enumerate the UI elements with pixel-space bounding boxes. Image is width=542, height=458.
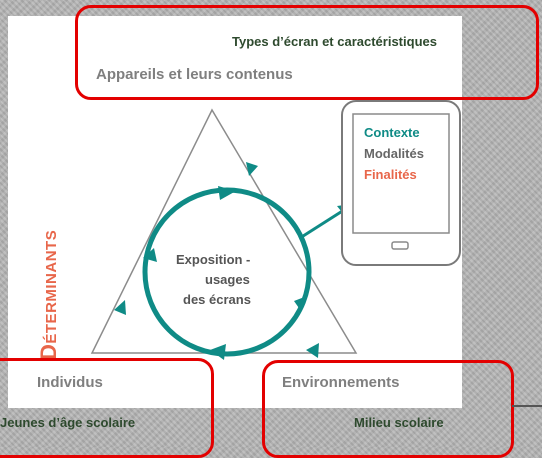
top-heading: Appareils et leurs contenus (96, 66, 293, 83)
determinants-rest: ÉTERMINANTS (43, 229, 60, 344)
arrow-to-phone (299, 208, 345, 240)
bottom-right-annotation: Milieu scolaire (354, 415, 444, 430)
arrow-icon (114, 300, 126, 315)
highlight-box-top (75, 5, 539, 100)
highlight-box-bottom-right (262, 360, 514, 458)
bottom-left-heading: Individus (37, 374, 103, 391)
determinants-label: DÉTERMINANTS (36, 230, 62, 360)
phone-home-button (391, 241, 409, 250)
phone-finalites: Finalités (364, 167, 417, 182)
top-annotation: Types d’écran et caractéristiques (232, 34, 437, 49)
phone-contexte: Contexte (364, 125, 420, 140)
center-line-2: usages (205, 272, 250, 287)
arrow-icon (294, 296, 307, 311)
bottom-left-annotation: Jeunes d’âge scolaire (0, 415, 136, 430)
connector-line (512, 405, 542, 407)
arrow-icon (218, 186, 236, 200)
arrow-icon (246, 162, 258, 176)
center-line-1: Exposition - (176, 252, 251, 267)
diagram-drawing (90, 100, 461, 360)
arrow-icon (210, 344, 226, 360)
center-line-3: des écrans (183, 292, 251, 307)
phone-modalites: Modalités (364, 146, 424, 161)
arrow-icon (306, 343, 319, 358)
triangle-outline (90, 108, 358, 354)
bottom-right-heading: Environnements (282, 374, 400, 391)
phone-screen (352, 113, 450, 234)
arrow-icon (143, 248, 157, 262)
highlight-box-bottom-left (0, 358, 214, 458)
